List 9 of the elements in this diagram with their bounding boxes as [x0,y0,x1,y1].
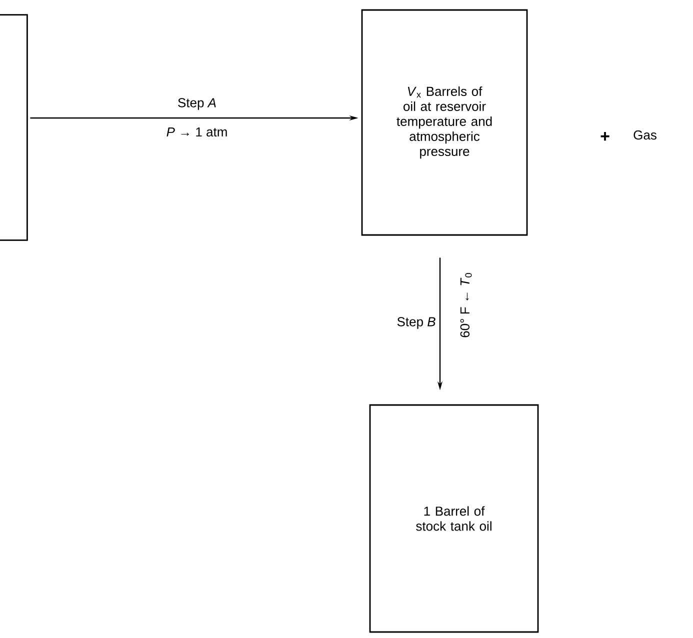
edge-label: Step B [397,317,436,329]
text-box: V$_{x}$ Barrels of oil at reservoir temperature and atmospheric pressure [361,9,528,236]
empty-box [0,14,28,241]
plus-sign: + [600,132,610,141]
text-box: 1 Barrel of stock tank oil [369,404,539,633]
product-label: Gas [634,130,656,140]
edge-label: Step A [178,98,216,110]
condition-label: 60° F ← T$_{0}$ [460,273,472,338]
condition-label: P → 1 atm [166,127,227,137]
